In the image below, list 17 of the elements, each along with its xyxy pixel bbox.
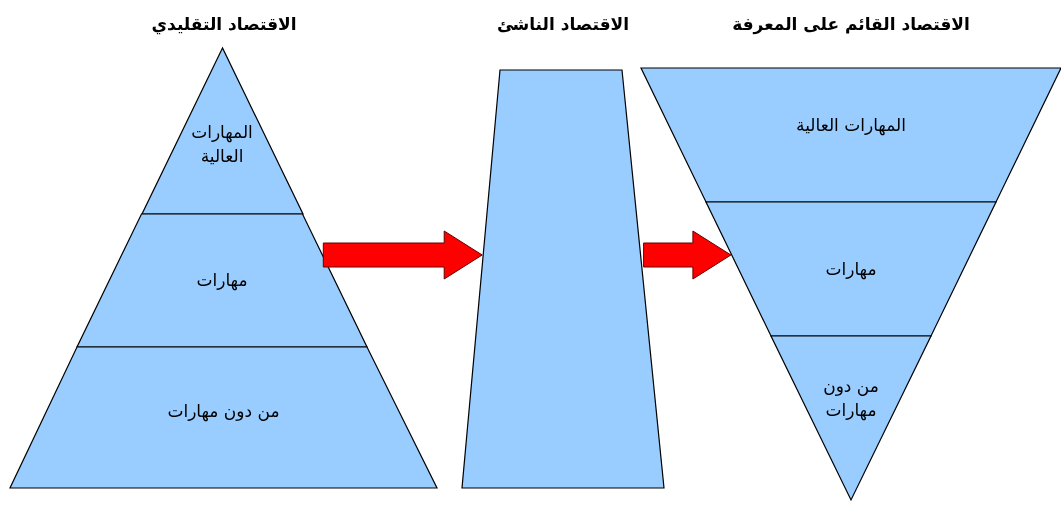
band-label: مهارات (195, 269, 249, 292)
pyramid-band (77, 214, 367, 347)
inverted-pyramid-band (706, 202, 996, 336)
band-label: المهارات العالية (795, 114, 907, 137)
heading: الاقتصاد القائم على المعرفة (731, 14, 971, 34)
block-arrow (643, 230, 732, 280)
band-label: من دون مهارات (822, 375, 880, 422)
pyramid-band (10, 347, 437, 488)
heading: الاقتصاد التقليدي (150, 14, 298, 34)
block-arrow (322, 230, 483, 280)
band-label: مهارات (824, 258, 878, 281)
inverted-pyramid-band (771, 336, 931, 500)
pyramid-band (141, 48, 303, 214)
inverted-pyramid-band (641, 68, 1061, 202)
band-label: المهارات العالية (190, 121, 254, 168)
band-label: من دون مهارات (166, 400, 281, 423)
heading: الاقتصاد الناشئ (495, 14, 631, 34)
